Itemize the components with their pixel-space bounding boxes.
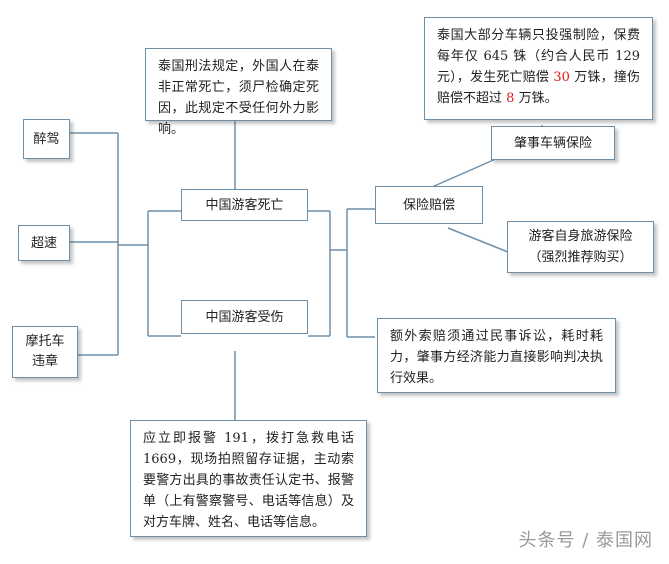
report-instructions-text: 应立即报警 191，拨打急救电话 1669，现场拍照留存证据，主动索要警方出具的… xyxy=(143,431,354,530)
injury-compensation-amount: 8 xyxy=(506,91,515,106)
compulsory-text-3: 万铢。 xyxy=(518,91,558,106)
compulsory-text-1: 泰国大部分车辆只投强制险，保费每年仅 645 铢（约合人民币 129 元），发生… xyxy=(437,28,640,85)
travel-insurance-label-line2: （强烈推荐购买） xyxy=(528,250,633,265)
report-instructions-note: 应立即报警 191，拨打急救电话 1669，现场拍照留存证据，主动索要警方出具的… xyxy=(130,420,367,537)
travel-insurance-label-line1: 游客自身旅游保险 xyxy=(528,229,633,244)
vehicle-insurance-label: 肇事车辆保险 xyxy=(513,135,592,151)
cause-motorcycle-violation: 摩托车 违章 xyxy=(12,326,78,378)
compulsory-text-2: 万铢，撞伤赔偿不超过 xyxy=(437,70,640,106)
compulsory-insurance-note: 泰国大部分车辆只投强制险，保费每年仅 645 铢（约合人民币 129 元），发生… xyxy=(424,17,653,120)
cause-speeding: 超速 xyxy=(18,225,70,261)
watermark: 头条号 / 泰国网 xyxy=(518,530,653,551)
thai-law-text: 泰国刑法规定，外国人在泰非正常死亡，须尸检确定死因，此规定不受任何外力影响。 xyxy=(158,59,319,137)
tourist-death-label: 中国游客死亡 xyxy=(205,197,284,213)
node-travel-insurance: 游客自身旅游保险 （强烈推荐购买） xyxy=(507,221,654,273)
cause-motorcycle-label-line1: 摩托车 xyxy=(25,334,65,349)
civil-lawsuit-note: 额外索赔须通过民事诉讼，耗时耗力，肇事方经济能力直接影响判决执行效果。 xyxy=(377,318,616,393)
cause-drunk-driving-label: 醉驾 xyxy=(33,131,60,147)
insurance-label: 保险赔偿 xyxy=(402,197,455,213)
thai-law-note: 泰国刑法规定，外国人在泰非正常死亡，须尸检确定死因，此规定不受任何外力影响。 xyxy=(145,48,332,137)
cause-speeding-label: 超速 xyxy=(30,235,57,251)
civil-lawsuit-text: 额外索赔须通过民事诉讼，耗时耗力，肇事方经济能力直接影响判决执行效果。 xyxy=(390,329,603,386)
tourist-injury-label: 中国游客受伤 xyxy=(205,309,284,325)
death-compensation-amount: 30 xyxy=(553,70,570,85)
node-vehicle-insurance: 肇事车辆保险 xyxy=(491,126,615,160)
node-insurance: 保险赔偿 xyxy=(375,186,483,224)
cause-motorcycle-label-line2: 违章 xyxy=(31,354,58,369)
node-tourist-injury: 中国游客受伤 xyxy=(181,300,308,334)
cause-drunk-driving: 醉驾 xyxy=(23,119,70,159)
node-tourist-death: 中国游客死亡 xyxy=(181,189,308,221)
